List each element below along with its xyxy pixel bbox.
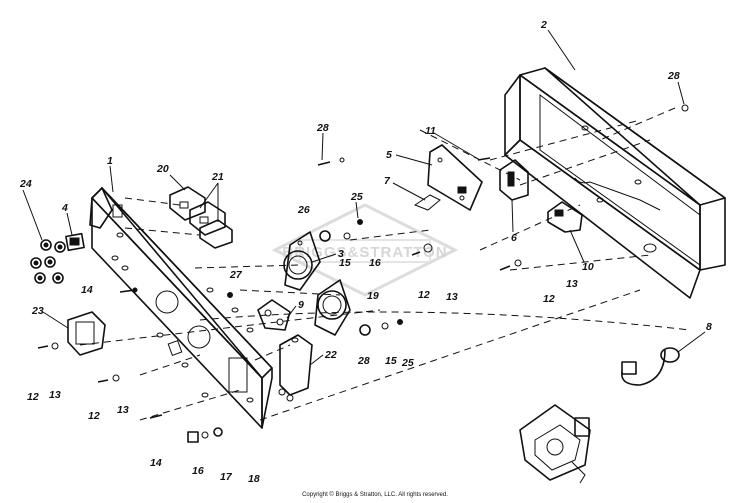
- hardware: [30, 104, 689, 443]
- callout-23: 23: [31, 305, 44, 317]
- assembly-guide-lines: [79, 107, 691, 421]
- receptacle-3: [283, 231, 321, 291]
- callout-2: 2: [540, 19, 547, 31]
- callout-6: 6: [511, 232, 517, 244]
- callout-27: 27: [229, 269, 243, 281]
- callout-13-d: 13: [117, 404, 129, 416]
- gasket-23: [67, 311, 106, 356]
- callout-26: 26: [297, 204, 310, 216]
- callout-28-c: 28: [357, 355, 370, 367]
- switch-4: [65, 232, 85, 252]
- callout-9: 9: [298, 299, 304, 311]
- callout-4: 4: [61, 202, 68, 214]
- callout-25-a: 25: [350, 191, 363, 203]
- rear-housing: [504, 67, 726, 299]
- callout-7: 7: [384, 175, 391, 187]
- callout-12-a: 12: [418, 289, 430, 301]
- callout-15-a: 15: [339, 257, 351, 269]
- callout-24: 24: [19, 178, 32, 190]
- callout-13-b: 13: [566, 278, 578, 290]
- callout-16-b: 16: [192, 465, 204, 477]
- callout-21: 21: [211, 171, 224, 183]
- callout-22: 22: [324, 349, 337, 361]
- callout-28-a: 28: [316, 122, 329, 134]
- callout-15-b: 15: [385, 355, 397, 367]
- wiring-harness-8: [519, 347, 680, 484]
- callout-5: 5: [386, 149, 392, 161]
- watermark-text: BRIGGS&STRATTON: [282, 244, 447, 261]
- callout-18: 18: [248, 473, 260, 485]
- callout-25-b: 25: [401, 357, 414, 369]
- callout-1: 1: [107, 155, 113, 167]
- leader-lines: [22, 29, 706, 366]
- callout-11: 11: [425, 125, 436, 137]
- relay-6: [499, 159, 529, 201]
- callout-14-b: 14: [150, 457, 162, 469]
- callout-20: 20: [156, 163, 169, 175]
- callout-10: 10: [582, 261, 594, 273]
- callout-12-b: 12: [543, 293, 555, 305]
- bracket-9: [257, 299, 291, 331]
- callouts: 1 2 3 4 5 6 7 8 9 10 11 12 12 12 12 13 1…: [19, 19, 712, 485]
- callout-13-c: 13: [49, 389, 61, 401]
- callout-8: 8: [706, 321, 712, 333]
- callout-12-d: 12: [88, 410, 100, 422]
- callout-3: 3: [338, 248, 344, 260]
- callout-16-a: 16: [369, 257, 381, 269]
- outlet-10: [547, 201, 583, 233]
- breakers-20-21: [169, 186, 233, 249]
- receptacle-19: [314, 279, 351, 336]
- callout-12-c: 12: [27, 391, 39, 403]
- callout-19: 19: [367, 290, 379, 302]
- copyright-notice: Copyright © Briggs & Stratton, LLC. All …: [302, 492, 448, 498]
- terminal-block-22: [278, 334, 313, 402]
- callout-14-a: 14: [81, 284, 93, 296]
- callout-28-b: 28: [667, 70, 680, 82]
- front-panel: [89, 187, 273, 429]
- circuit-plate-5: [413, 144, 483, 211]
- callout-13-a: 13: [446, 291, 458, 303]
- watermark: BRIGGS&STRATTON: [271, 203, 459, 297]
- callout-17: 17: [220, 471, 233, 483]
